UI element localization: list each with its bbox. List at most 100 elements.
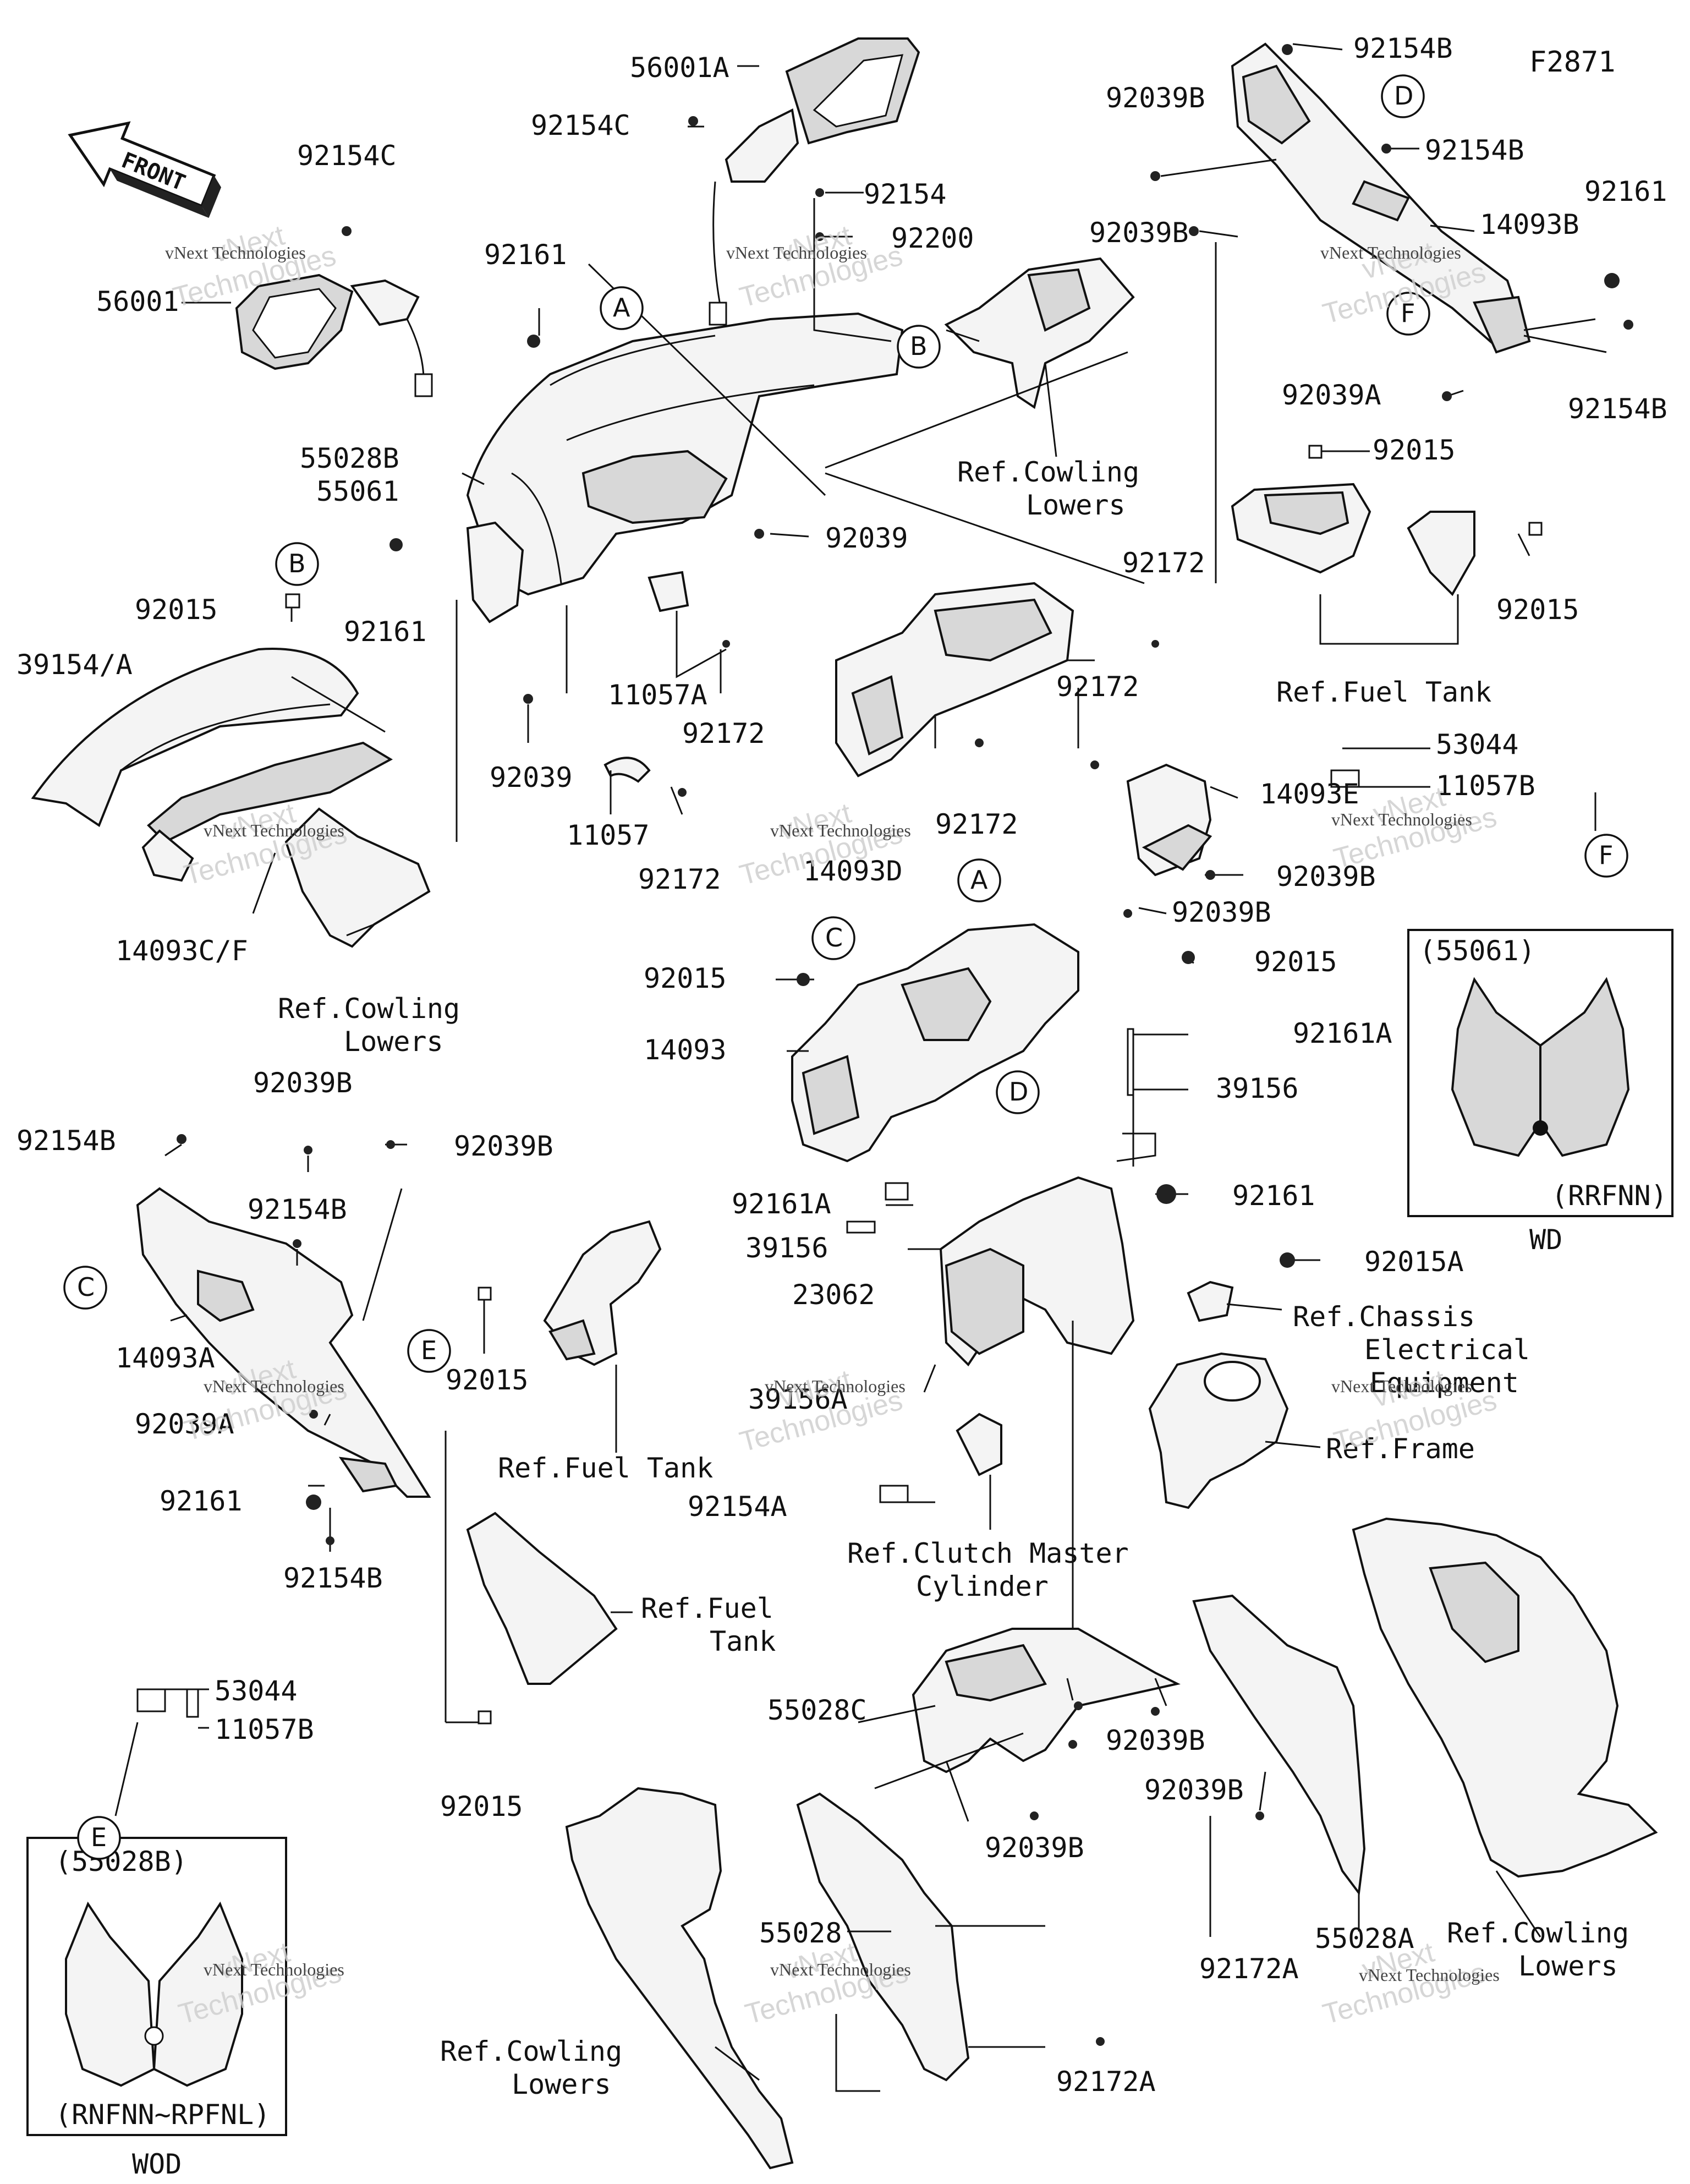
label-55028C: 55028C <box>767 1694 867 1726</box>
label-92161-right: 92161 <box>1584 176 1667 207</box>
fasteners <box>177 44 1633 2046</box>
upper-cowling <box>466 312 904 596</box>
svg-text:vNext Technologies: vNext Technologies <box>1320 243 1461 262</box>
label-ref-cowling-lowers-4b: Lowers <box>512 2068 611 2100</box>
label-92172A-2: 92172A <box>1056 2066 1156 2098</box>
label-14093B: 14093B <box>1480 209 1579 240</box>
inset-55028B: (55028B) (RNFNN~RPFNL) WOD <box>26 1837 287 2180</box>
label-14093A: 14093A <box>116 1342 215 1374</box>
label-55028B: 55028B <box>300 442 399 474</box>
fuel-tank-panel-middle <box>466 1512 618 1685</box>
label-11057B-2: 11057B <box>215 1714 314 1745</box>
callout-B-1: B <box>897 325 941 369</box>
svg-text:B: B <box>910 331 928 361</box>
label-ref-chassis-2: Electrical <box>1364 1334 1530 1366</box>
svg-text:E: E <box>421 1335 437 1365</box>
label-ref-cowling-lowers-2b: Lowers <box>344 1026 443 1058</box>
callout-C-1: C <box>811 916 855 960</box>
label-92154A: 92154A <box>688 1491 787 1523</box>
svg-text:F: F <box>1599 840 1613 870</box>
callout-D-2: D <box>996 1070 1040 1114</box>
svg-text:C: C <box>77 1272 95 1302</box>
callout-A-2: A <box>957 858 1001 902</box>
label-92039B-4: 92039B <box>1172 896 1271 928</box>
inset-55061: (55061) (RRFNN) WD <box>1407 929 1673 1256</box>
inner-panel-14093B <box>1231 42 1531 354</box>
leader-lines <box>114 43 1607 2092</box>
clutch-bracket <box>956 1413 1002 1476</box>
label-39156-1: 39156 <box>1216 1072 1299 1104</box>
label-11057: 11057 <box>567 819 650 851</box>
label-14093: 14093 <box>644 1034 727 1066</box>
svg-text:vNext Technologies: vNext Technologies <box>1331 1376 1472 1396</box>
inset-55061-variant: (RRFNN) <box>1551 1180 1667 1212</box>
fuel-tank-panel <box>1231 483 1475 596</box>
side-panel-55028A <box>1192 1594 1366 1896</box>
label-55061: 55061 <box>316 475 399 507</box>
label-92015-right1: 92015 <box>1373 434 1456 466</box>
label-92172-5: 92172 <box>935 808 1018 840</box>
label-92154B-3: 92154B <box>1568 393 1667 425</box>
label-14093E: 14093E <box>1260 778 1359 810</box>
label-92154B-2: 92154B <box>1425 134 1524 166</box>
label-92154-top: 92154 <box>864 178 947 210</box>
label-92154B-4: 92154B <box>17 1125 116 1157</box>
diagram-code: F2871 <box>1529 46 1616 79</box>
callout-F-1: F <box>1386 292 1430 336</box>
svg-text:A: A <box>613 293 630 322</box>
label-ref-cowling-lowers-2a: Ref.Cowling <box>278 993 460 1025</box>
label-92154C-left: 92154C <box>297 140 397 172</box>
label-39154A: 39154/A <box>17 649 133 681</box>
inner-panel-14093E <box>1126 763 1212 877</box>
inner-cowl-left <box>284 807 431 948</box>
label-92039B-top: 92039B <box>1106 82 1205 114</box>
label-92039B-6: 92039B <box>454 1130 553 1162</box>
label-92161A-2: 92161A <box>732 1188 831 1220</box>
callout-C-2: C <box>63 1266 107 1310</box>
svg-text:vNext Technologies: vNext Technologies <box>1359 1965 1500 1985</box>
label-92161-b: 92161 <box>344 616 427 648</box>
label-92172-1: 92172 <box>1122 547 1205 579</box>
label-92015-c: 92015 <box>644 962 727 994</box>
label-92015-d: 92015 <box>1254 946 1337 978</box>
frame-portion <box>1148 1352 1289 1509</box>
label-11057A: 11057A <box>608 679 707 711</box>
svg-text:vNext Technologies: vNext Technologies <box>204 820 344 840</box>
label-92015-right2: 92015 <box>1496 594 1579 626</box>
svg-text:C: C <box>825 923 843 953</box>
label-92161-d: 92161 <box>160 1485 243 1517</box>
label-ref-frame: Ref.Frame <box>1326 1433 1475 1465</box>
lower-cowling-left <box>565 1787 794 2170</box>
svg-text:vNext Technologies: vNext Technologies <box>726 243 867 262</box>
windscreen <box>31 648 393 882</box>
inner-panel-14093A <box>136 1187 431 1498</box>
meter-cover-14093 <box>791 923 1079 1163</box>
label-92154B-6: 92154B <box>283 1562 383 1594</box>
inner-panel-14093D <box>835 582 1074 778</box>
svg-text:D: D <box>1394 81 1413 111</box>
label-ref-fuel-tank-3a: Ref.Fuel <box>641 1592 773 1624</box>
label-55028A: 55028A <box>1315 1923 1414 1955</box>
label-92039A-2: 92039A <box>135 1408 234 1440</box>
label-11057B-top: 11057B <box>1436 770 1535 802</box>
label-92039B-8: 92039B <box>1144 1774 1244 1806</box>
label-92154B-5: 92154B <box>248 1194 347 1225</box>
small-cowling-right <box>944 257 1135 409</box>
svg-text:A: A <box>970 865 988 895</box>
under-cowl-55028C <box>912 1628 1181 1774</box>
label-ref-fuel-tank-2: Ref.Fuel Tank <box>498 1452 713 1484</box>
label-92172-2: 92172 <box>1056 671 1139 703</box>
label-92161-c: 92161 <box>1232 1180 1315 1212</box>
callout-A-1: A <box>600 286 644 330</box>
svg-text:vNext Technologies: vNext Technologies <box>204 1959 344 1979</box>
svg-text:vNext Technologies: vNext Technologies <box>165 243 306 262</box>
label-56001A: 56001A <box>630 52 729 84</box>
front-arrow-icon: FRONT <box>68 121 222 218</box>
label-23062: 23062 <box>792 1279 875 1311</box>
label-92039B-9: 92039B <box>985 1832 1084 1864</box>
inset-55061-caption: WD <box>1529 1224 1562 1256</box>
label-ref-fuel-tank-3b: Tank <box>710 1625 776 1657</box>
inset-55028B-variant: (RNFNN~RPFNL) <box>55 2099 270 2131</box>
callout-E-2: E <box>77 1816 121 1860</box>
